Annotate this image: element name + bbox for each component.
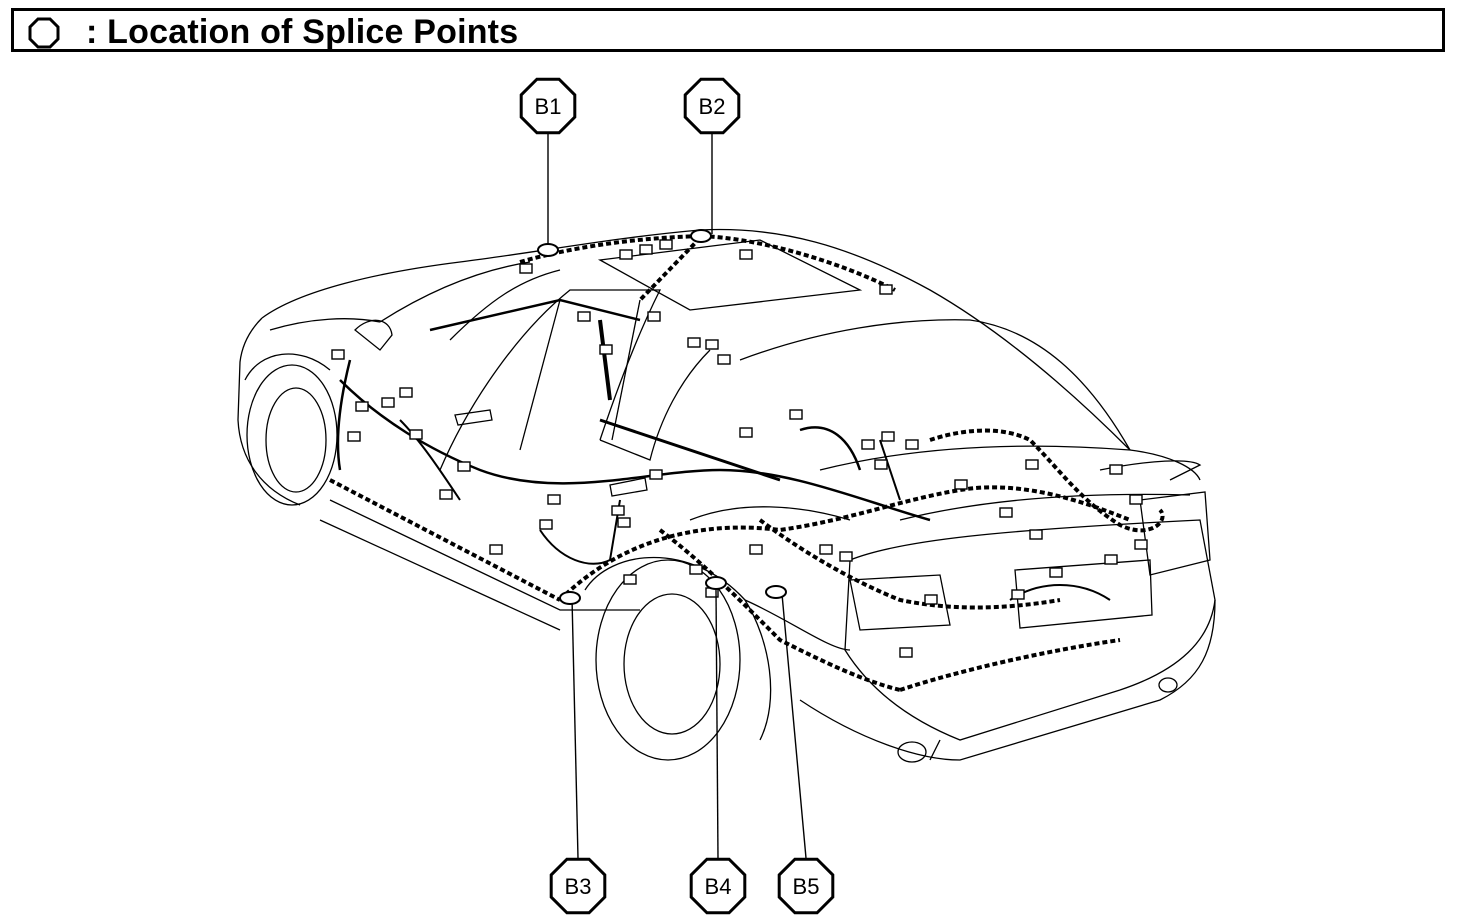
- splice-point-b1: [537, 243, 559, 257]
- octagon-icon: [549, 857, 607, 915]
- splice-point-b4: [705, 576, 727, 590]
- car-body-outline: [237, 228, 1216, 763]
- splice-points: [537, 229, 787, 605]
- octagon-icon: [777, 857, 835, 915]
- splice-callout-b3: B3: [549, 857, 607, 915]
- splice-callout-b4: B4: [689, 857, 747, 915]
- splice-callout-label: B4: [705, 874, 732, 899]
- splice-point-b5: [765, 585, 787, 599]
- section-header: : Location of Splice Points: [11, 8, 1445, 52]
- splice-point-b3: [559, 591, 581, 605]
- splice-callout-b1: B1: [519, 77, 577, 135]
- octagon-icon: [519, 77, 577, 135]
- splice-callout-label: B3: [565, 874, 592, 899]
- splice-callout-label: B2: [699, 94, 726, 119]
- octagon-icon: [28, 17, 60, 49]
- octagon-icon: [689, 857, 747, 915]
- wire-harness: [329, 233, 1165, 692]
- splice-callout-label: B1: [535, 94, 562, 119]
- splice-point-b2: [690, 229, 712, 243]
- octagon-icon: [683, 77, 741, 135]
- splice-callout-label: B5: [793, 874, 820, 899]
- callout-leaders: [547, 134, 807, 859]
- connector-blocks: [331, 239, 1148, 658]
- splice-callout-b2: B2: [683, 77, 741, 135]
- splice-callout-b5: B5: [777, 857, 835, 915]
- page-title: : Location of Splice Points: [86, 13, 519, 51]
